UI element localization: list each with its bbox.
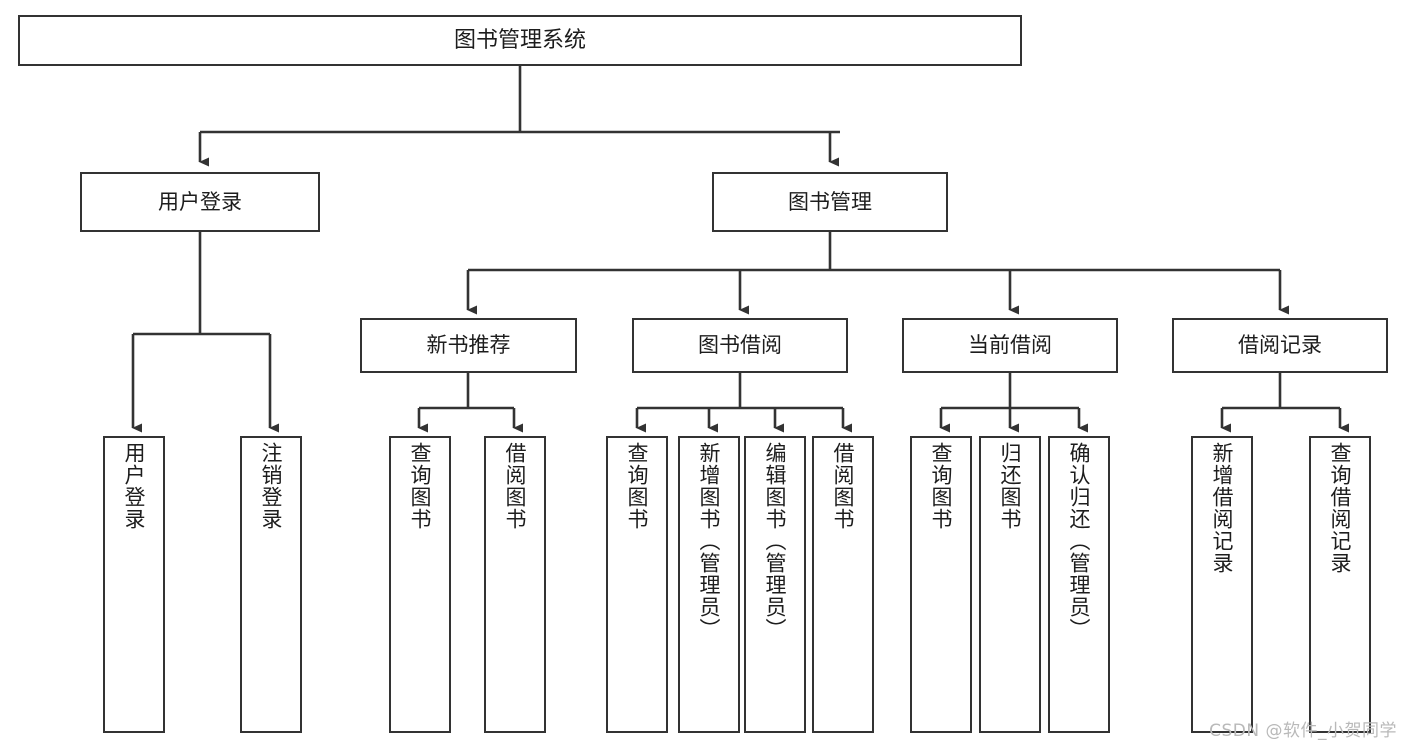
node-leaf-logout[interactable]: 注销登录	[240, 436, 302, 733]
node-new-book-recommend[interactable]: 新书推荐	[360, 318, 577, 373]
node-leaf-query-book-1-label: 查询图书	[408, 442, 433, 530]
node-root[interactable]: 图书管理系统	[18, 15, 1022, 66]
node-leaf-query-book-2[interactable]: 查询图书	[606, 436, 668, 733]
node-leaf-user-login[interactable]: 用户登录	[103, 436, 165, 733]
node-leaf-query-record-label: 查询借阅记录	[1328, 442, 1353, 574]
node-leaf-query-book-2-label: 查询图书	[625, 442, 650, 530]
node-leaf-borrow-book-1[interactable]: 借阅图书	[484, 436, 546, 733]
node-leaf-user-login-label: 用户登录	[122, 442, 147, 530]
node-book-manage[interactable]: 图书管理	[712, 172, 948, 232]
node-leaf-add-book-label: 新增图书（管理员）	[697, 442, 722, 640]
node-leaf-add-book[interactable]: 新增图书（管理员）	[678, 436, 740, 733]
node-leaf-return-book[interactable]: 归还图书	[979, 436, 1041, 733]
node-leaf-borrow-book-2-label: 借阅图书	[831, 442, 856, 530]
node-book-borrow[interactable]: 图书借阅	[632, 318, 848, 373]
node-current-borrow-label: 当前借阅	[968, 333, 1052, 358]
node-new-book-recommend-label: 新书推荐	[426, 333, 511, 358]
node-book-borrow-label: 图书借阅	[698, 333, 782, 358]
node-leaf-query-book-3-label: 查询图书	[929, 442, 954, 530]
node-leaf-add-record-label: 新增借阅记录	[1210, 442, 1235, 574]
node-borrow-record-label: 借阅记录	[1238, 333, 1322, 358]
node-leaf-borrow-book-2[interactable]: 借阅图书	[812, 436, 874, 733]
node-leaf-edit-book-label: 编辑图书（管理员）	[763, 442, 788, 640]
node-leaf-add-record[interactable]: 新增借阅记录	[1191, 436, 1253, 733]
node-leaf-return-book-label: 归还图书	[998, 442, 1023, 530]
node-leaf-query-book-3[interactable]: 查询图书	[910, 436, 972, 733]
node-root-label: 图书管理系统	[453, 27, 586, 53]
node-leaf-confirm-return[interactable]: 确认归还（管理员）	[1048, 436, 1110, 733]
node-borrow-record[interactable]: 借阅记录	[1172, 318, 1388, 373]
node-leaf-confirm-return-label: 确认归还（管理员）	[1067, 442, 1092, 640]
watermark-text: CSDN @软件_小贺同学	[1209, 721, 1397, 741]
node-leaf-logout-label: 注销登录	[259, 442, 284, 530]
node-current-borrow[interactable]: 当前借阅	[902, 318, 1118, 373]
node-leaf-borrow-book-1-label: 借阅图书	[503, 442, 528, 530]
node-book-manage-label: 图书管理	[788, 189, 872, 214]
node-leaf-edit-book[interactable]: 编辑图书（管理员）	[744, 436, 806, 733]
node-user-login-label: 用户登录	[158, 189, 242, 214]
node-user-login[interactable]: 用户登录	[80, 172, 320, 232]
node-leaf-query-book-1[interactable]: 查询图书	[389, 436, 451, 733]
node-leaf-query-record[interactable]: 查询借阅记录	[1309, 436, 1371, 733]
